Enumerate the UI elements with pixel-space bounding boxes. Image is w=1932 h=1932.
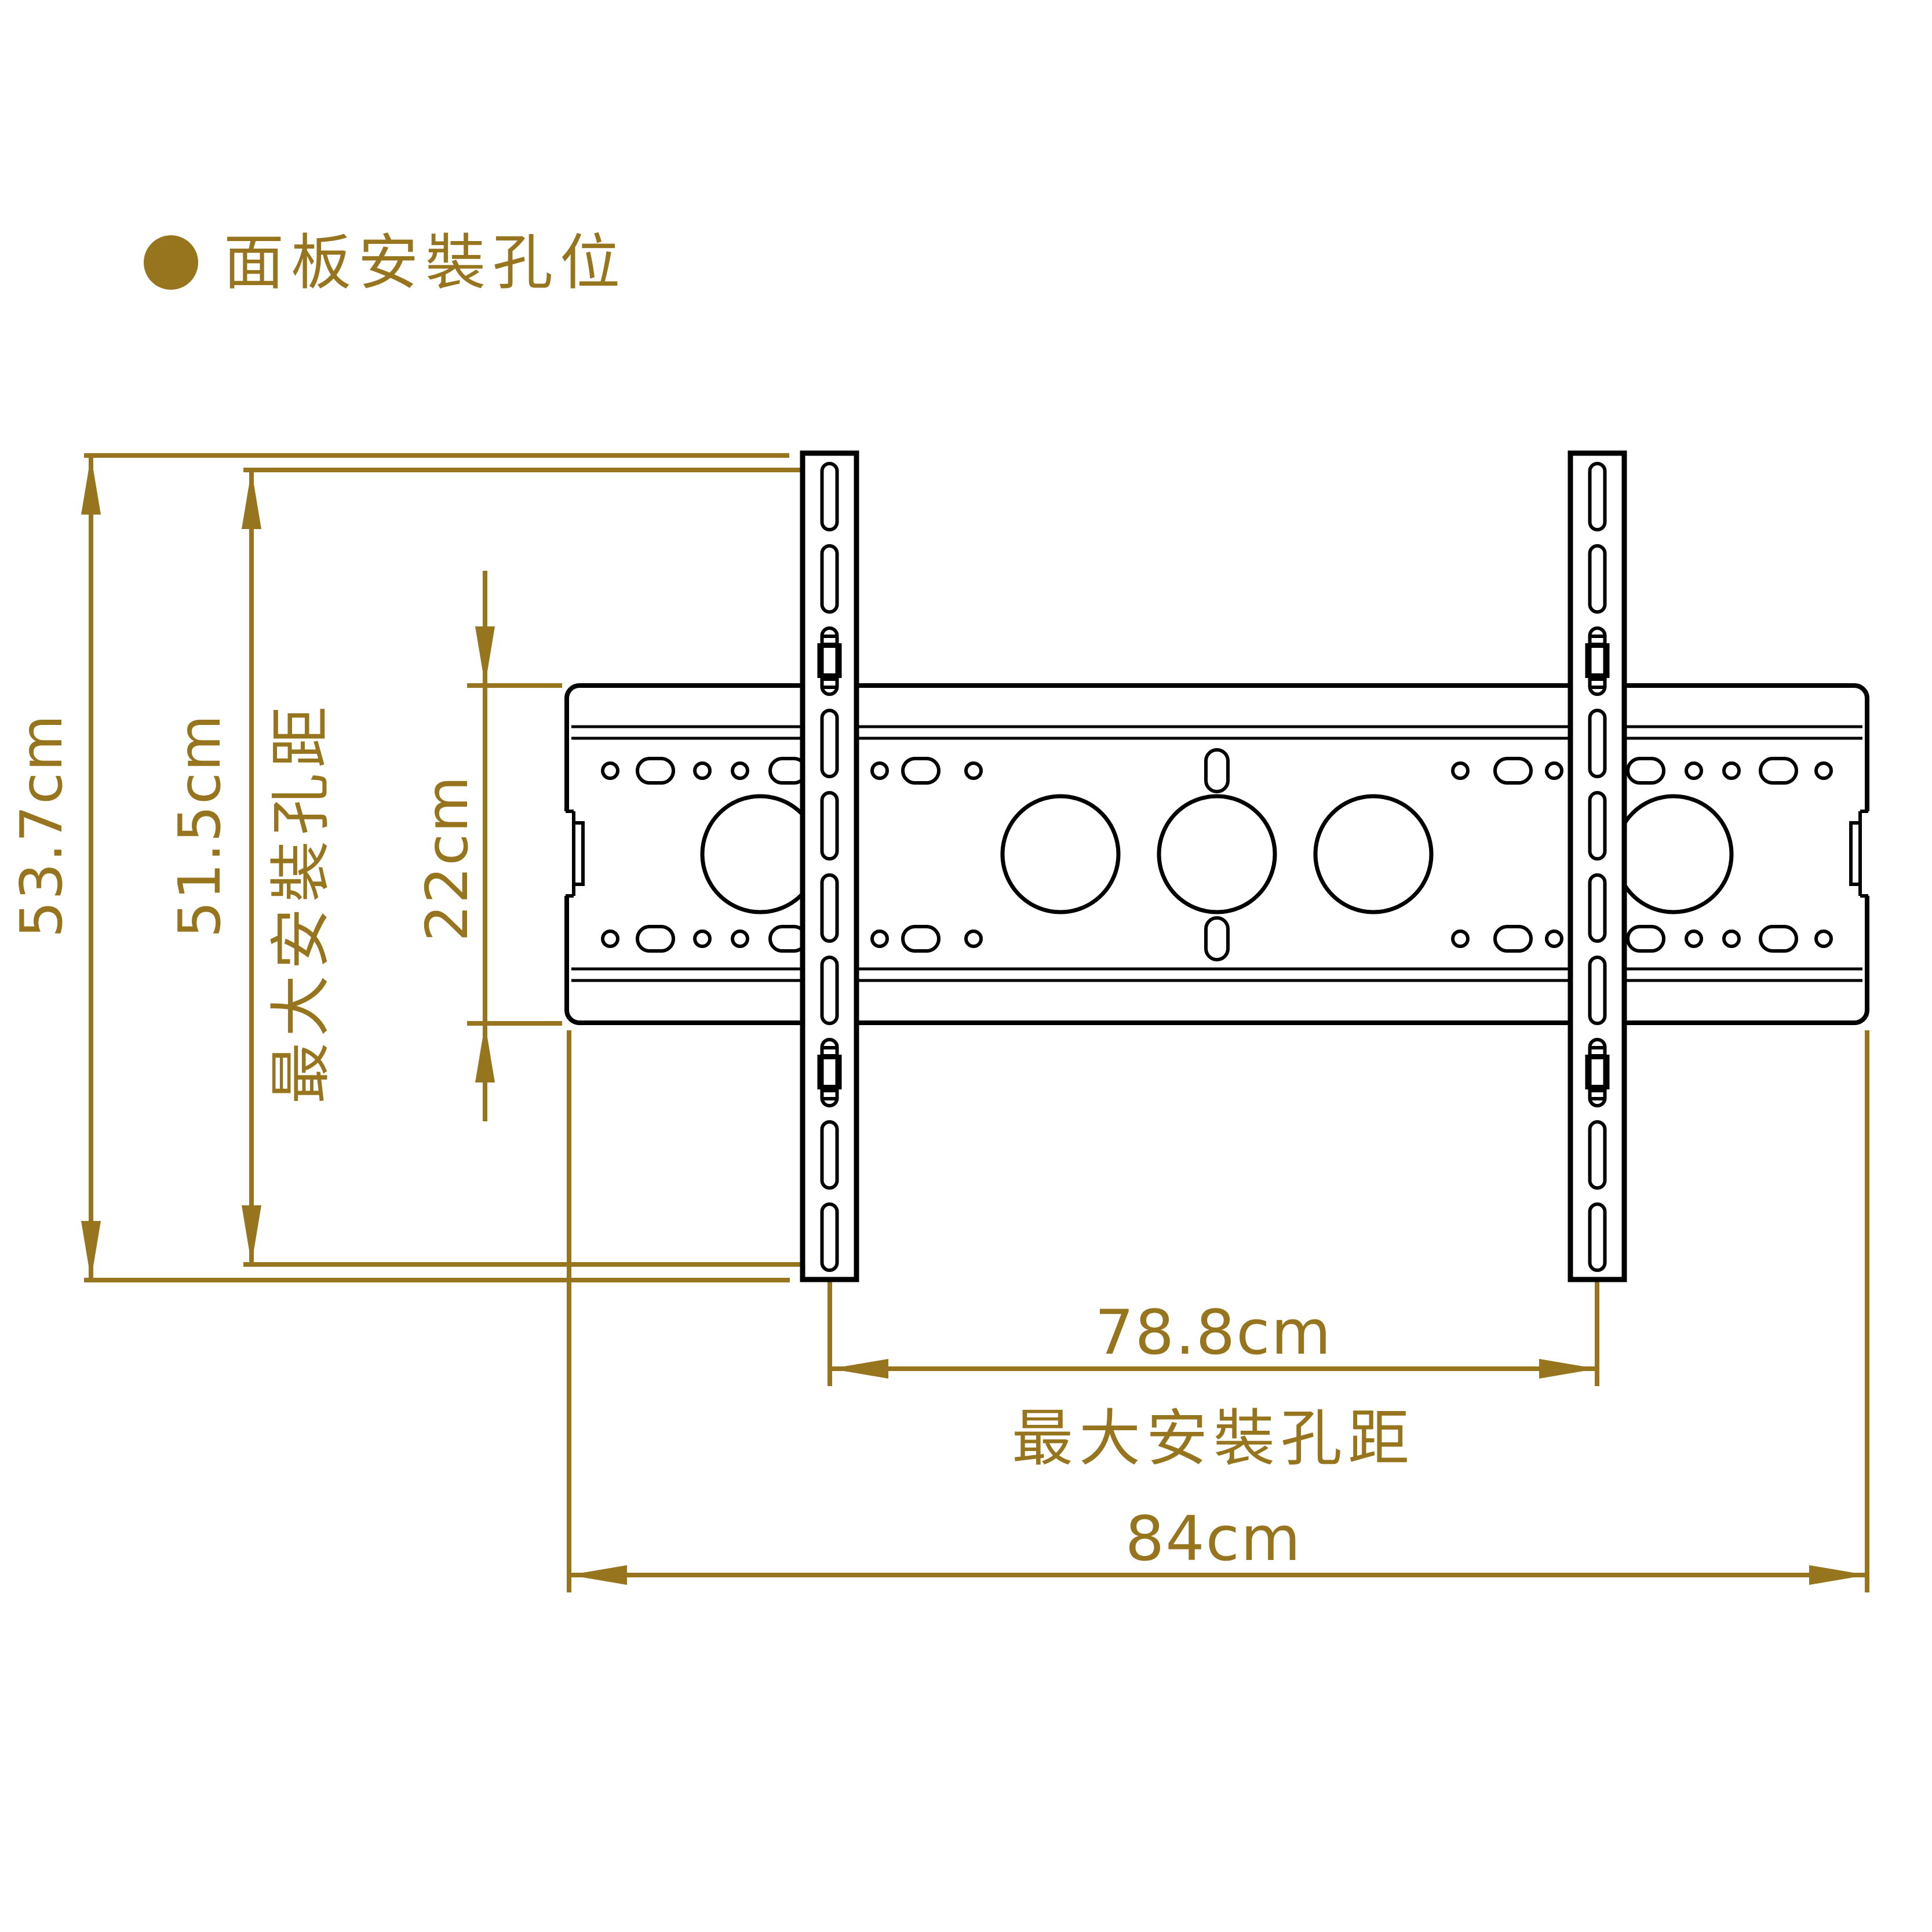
dim-label-overall-width: 84cm — [1125, 1503, 1302, 1574]
dim-label-overall-height: 53.7cm — [8, 713, 75, 938]
right-bracket — [1568, 450, 1627, 1282]
plate-right-notch — [1849, 810, 1873, 898]
dimension-overall-width — [567, 1030, 1869, 1592]
dim-note-max-vertical-hole: 最大安裝孔距 — [265, 701, 337, 1104]
dim-label-max-vertical-hole: 51.5cm — [166, 713, 234, 938]
page-title-text: 面板安裝孔位 — [224, 227, 628, 298]
dim-label-max-horizontal-hole: 78.8cm — [1095, 1297, 1332, 1368]
wall-plate — [561, 683, 1873, 1025]
right-bracket-screws — [1585, 635, 1610, 1100]
page-title: 面板安裝孔位 — [144, 231, 627, 294]
dim-label-plate-height: 22cm — [413, 775, 481, 942]
plate-hole-row-top — [601, 748, 1833, 793]
dimension-overall-height — [81, 453, 790, 1282]
dim-note-max-horizontal-hole: 最大安裝孔距 — [1012, 1403, 1415, 1474]
plate-hole-row-bottom — [601, 916, 1833, 961]
dimension-plate-height — [467, 571, 562, 1121]
left-bracket-screws — [817, 635, 842, 1100]
left-bracket-slots — [820, 462, 839, 1272]
circle-bullet-icon — [144, 235, 198, 290]
plate-fold-lines — [571, 725, 1862, 982]
plate-left-notch — [561, 810, 585, 898]
left-bracket — [800, 450, 859, 1282]
